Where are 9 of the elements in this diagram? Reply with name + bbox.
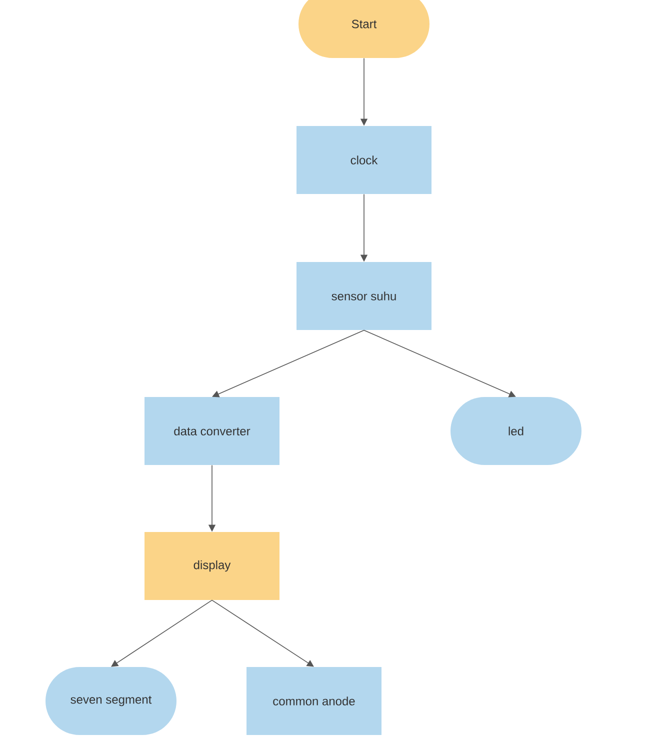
process-box: display — [144, 532, 280, 600]
process-box: data converter — [144, 397, 280, 465]
arrow — [111, 600, 212, 667]
process-box: clock — [296, 126, 432, 194]
arrow — [212, 330, 364, 398]
process-box: sensor suhu — [296, 262, 432, 330]
arrow — [212, 600, 314, 667]
arrow — [364, 330, 516, 398]
process-box: common anode — [246, 667, 382, 735]
